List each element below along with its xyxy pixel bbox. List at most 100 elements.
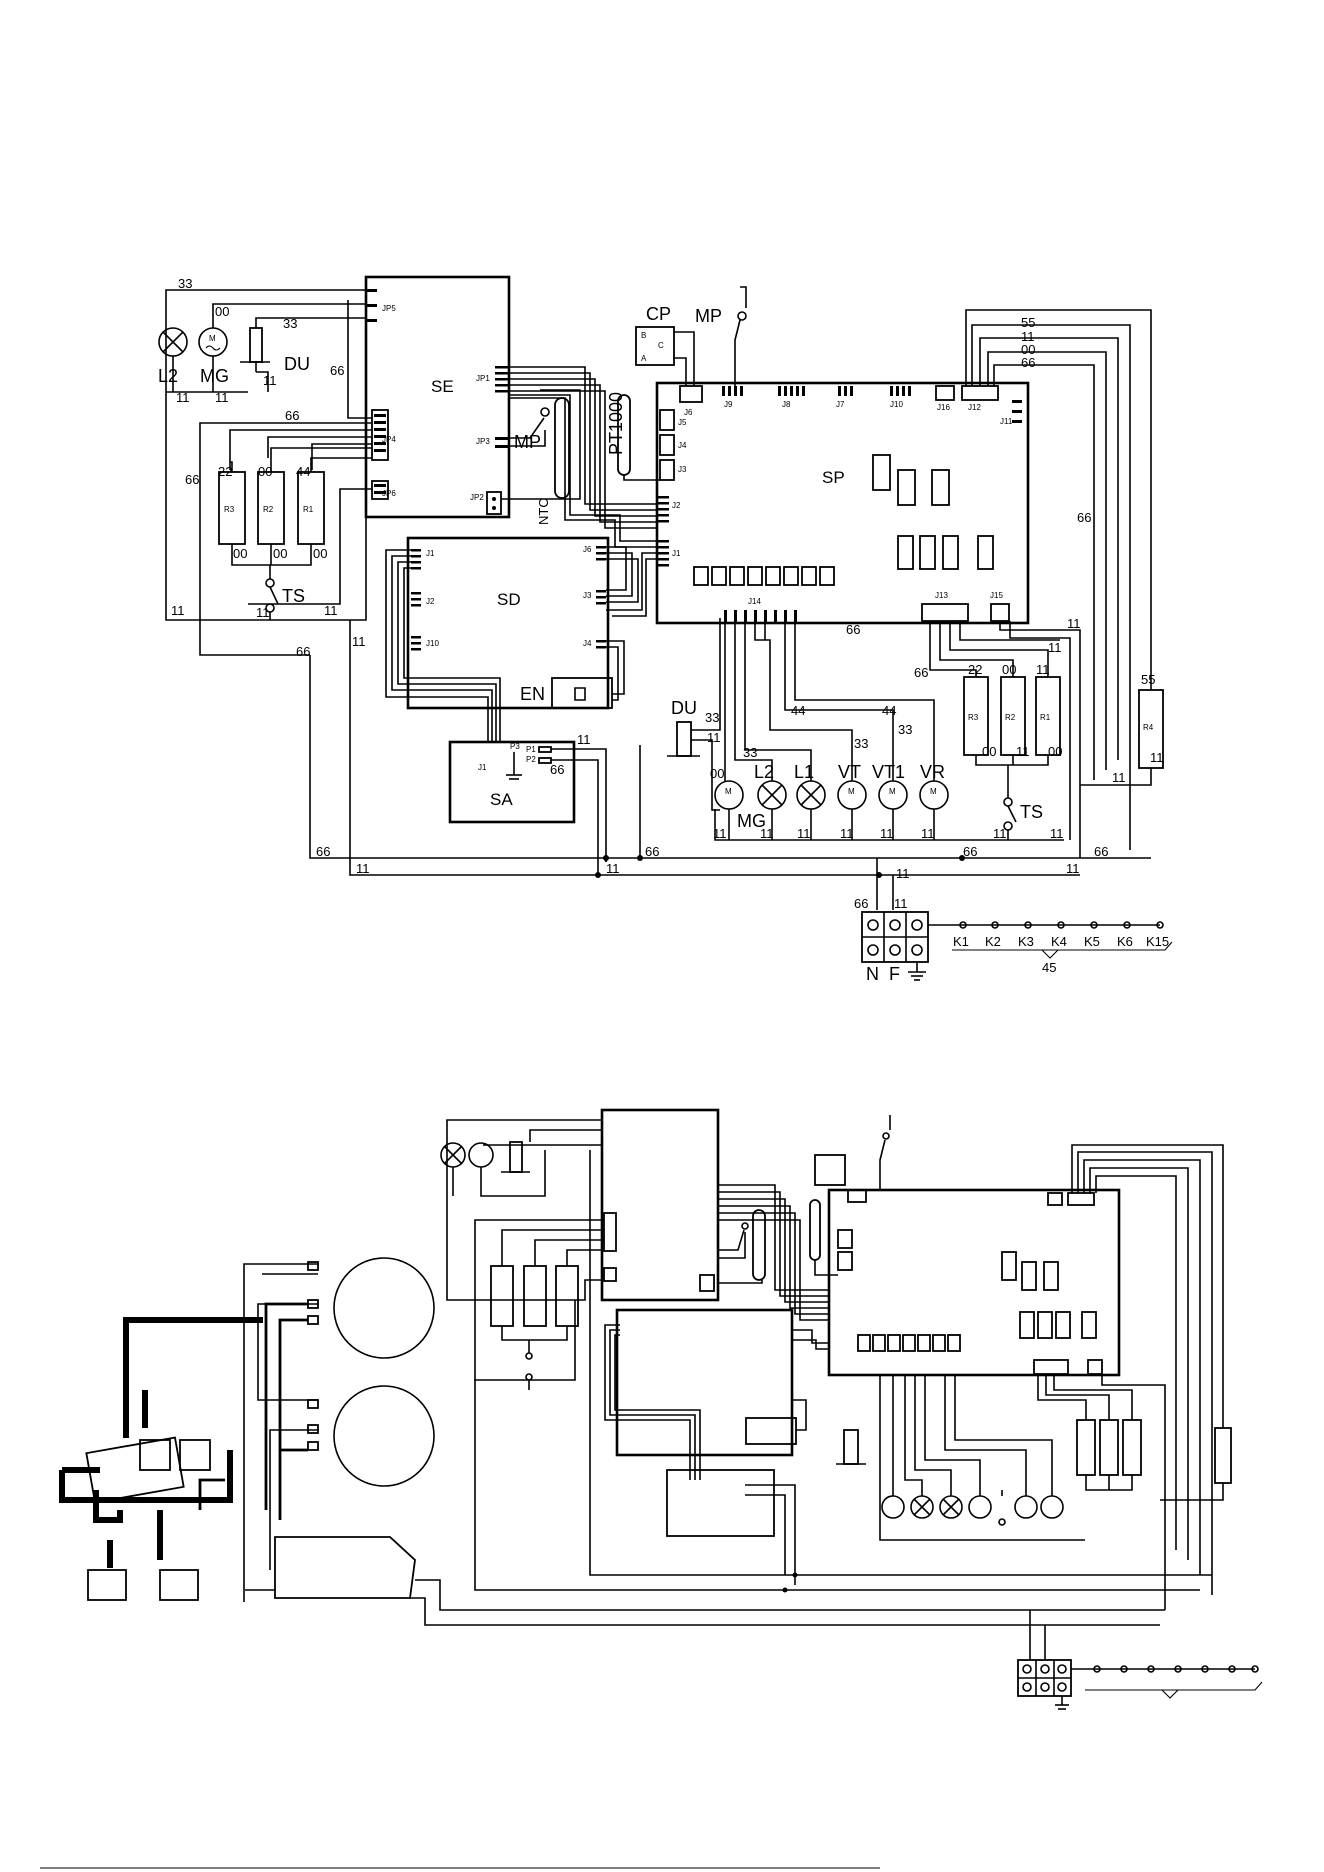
code-11: 11 (1016, 744, 1030, 759)
code-11: 11 (1112, 770, 1126, 785)
j14-pins (724, 610, 797, 622)
code-11: 11 (896, 866, 910, 881)
wire-code-labels-top: 33 00 33 11 11 11 66 66 66 22 00 44 00 0… (171, 276, 1164, 911)
code-44: 44 (882, 703, 896, 718)
code-66: 66 (1021, 355, 1035, 370)
terminal-n: N (866, 964, 879, 984)
code-11: 11 (921, 826, 935, 841)
ntc-label: NTC (536, 498, 551, 525)
code-11: 11 (1050, 826, 1064, 841)
j11-label: J11 (1000, 417, 1013, 426)
terminal-block (861, 911, 929, 963)
code-11: 11 (352, 634, 366, 649)
key-k4: K4 (1051, 934, 1067, 949)
code-11: 11 (263, 373, 277, 388)
code-11: 11 (606, 861, 620, 876)
sp-left-pins (657, 496, 669, 567)
code-66: 66 (296, 644, 310, 659)
cp-b: B (641, 331, 646, 340)
code-66: 66 (316, 844, 330, 859)
code-11: 11 (894, 896, 908, 911)
du-top-label: DU (284, 354, 310, 374)
p3-label: P3 (510, 742, 520, 751)
code-55: 55 (1141, 672, 1155, 687)
l1-label: L1 (794, 762, 814, 782)
du-bottom-label: DU (671, 698, 697, 718)
vt-label: VT (838, 762, 861, 782)
sa-board-layout (666, 1469, 775, 1537)
code-11: 11 (1150, 750, 1164, 765)
r2-bottom-label: R2 (1005, 713, 1016, 722)
l1-lamp (796, 780, 826, 810)
mg-motor-m: M (209, 334, 216, 343)
vr-m: M (930, 787, 937, 796)
p2-label: P2 (526, 755, 536, 764)
j2-sp-label: J2 (672, 501, 681, 510)
ts-top-label: TS (282, 586, 305, 606)
code-11: 11 (1036, 662, 1050, 677)
physical-layout-diagram (59, 1108, 1263, 1710)
mg-motor-bottom: M (714, 780, 744, 810)
code-11: 11 (760, 826, 774, 841)
j1-sd-label: J1 (426, 549, 435, 558)
code-66: 66 (1094, 844, 1108, 859)
jp3-label: JP3 (476, 437, 490, 446)
code-11: 11 (993, 826, 1007, 841)
mp-se-label: MP (514, 432, 541, 452)
l2-lamp-bottom (757, 780, 787, 810)
code-44: 44 (791, 703, 805, 718)
j7-label: J7 (836, 400, 845, 409)
j4-sp-label: J4 (678, 441, 687, 450)
sd-board (406, 536, 610, 710)
j9-label: J9 (724, 400, 733, 409)
j6-sp-label: J6 (684, 408, 693, 417)
code-11: 11 (713, 826, 727, 841)
jp2-label: JP2 (470, 493, 484, 502)
sd-pins (411, 546, 606, 651)
code-00: 00 (1002, 662, 1016, 677)
code-66: 66 (914, 665, 928, 680)
code-33: 33 (898, 722, 912, 737)
vr-motor: M (919, 780, 949, 810)
j3-sd-label: J3 (583, 591, 592, 600)
du-top (240, 327, 270, 372)
code-45: 45 (1042, 960, 1056, 975)
vt1-label: VT1 (872, 762, 905, 782)
sd-board-layout (615, 1308, 794, 1457)
key-k5: K5 (1084, 934, 1100, 949)
se-board (364, 275, 511, 519)
code-00: 00 (710, 766, 724, 781)
code-00: 00 (258, 464, 272, 479)
j13-label: J13 (935, 591, 948, 600)
code-33: 33 (705, 710, 719, 725)
code-44: 44 (296, 464, 310, 479)
vt-m: M (848, 787, 855, 796)
r2-top-label: R2 (263, 505, 274, 514)
sa-board (448, 740, 576, 824)
key-k2: K2 (985, 934, 1001, 949)
key-k1: K1 (953, 934, 969, 949)
j12-label: J12 (968, 403, 981, 412)
r1-bottom-label: R1 (1040, 713, 1051, 722)
r1-top-label: R1 (303, 505, 314, 514)
ground-icon (908, 962, 926, 981)
j1-sp-label: J1 (672, 549, 681, 558)
motor-circle-upper (333, 1257, 435, 1359)
code-11: 11 (256, 605, 270, 620)
code-11: 11 (215, 390, 229, 405)
sa-label: SA (490, 790, 513, 809)
mp-sp-label: MP (695, 306, 722, 326)
key-k6: K6 (1117, 934, 1133, 949)
code-11: 11 (840, 826, 854, 841)
j10-sd-label: J10 (426, 639, 439, 648)
sp-label: SP (822, 468, 845, 487)
code-11: 11 (1048, 640, 1062, 655)
code-11: 11 (171, 603, 185, 618)
code-33: 33 (743, 745, 757, 760)
code-11: 11 (356, 861, 370, 876)
l2-top-label: L2 (158, 366, 178, 386)
key-k15: K15 (1146, 934, 1169, 949)
cp-box (635, 326, 675, 366)
sp-board-layout (827, 1188, 1121, 1377)
